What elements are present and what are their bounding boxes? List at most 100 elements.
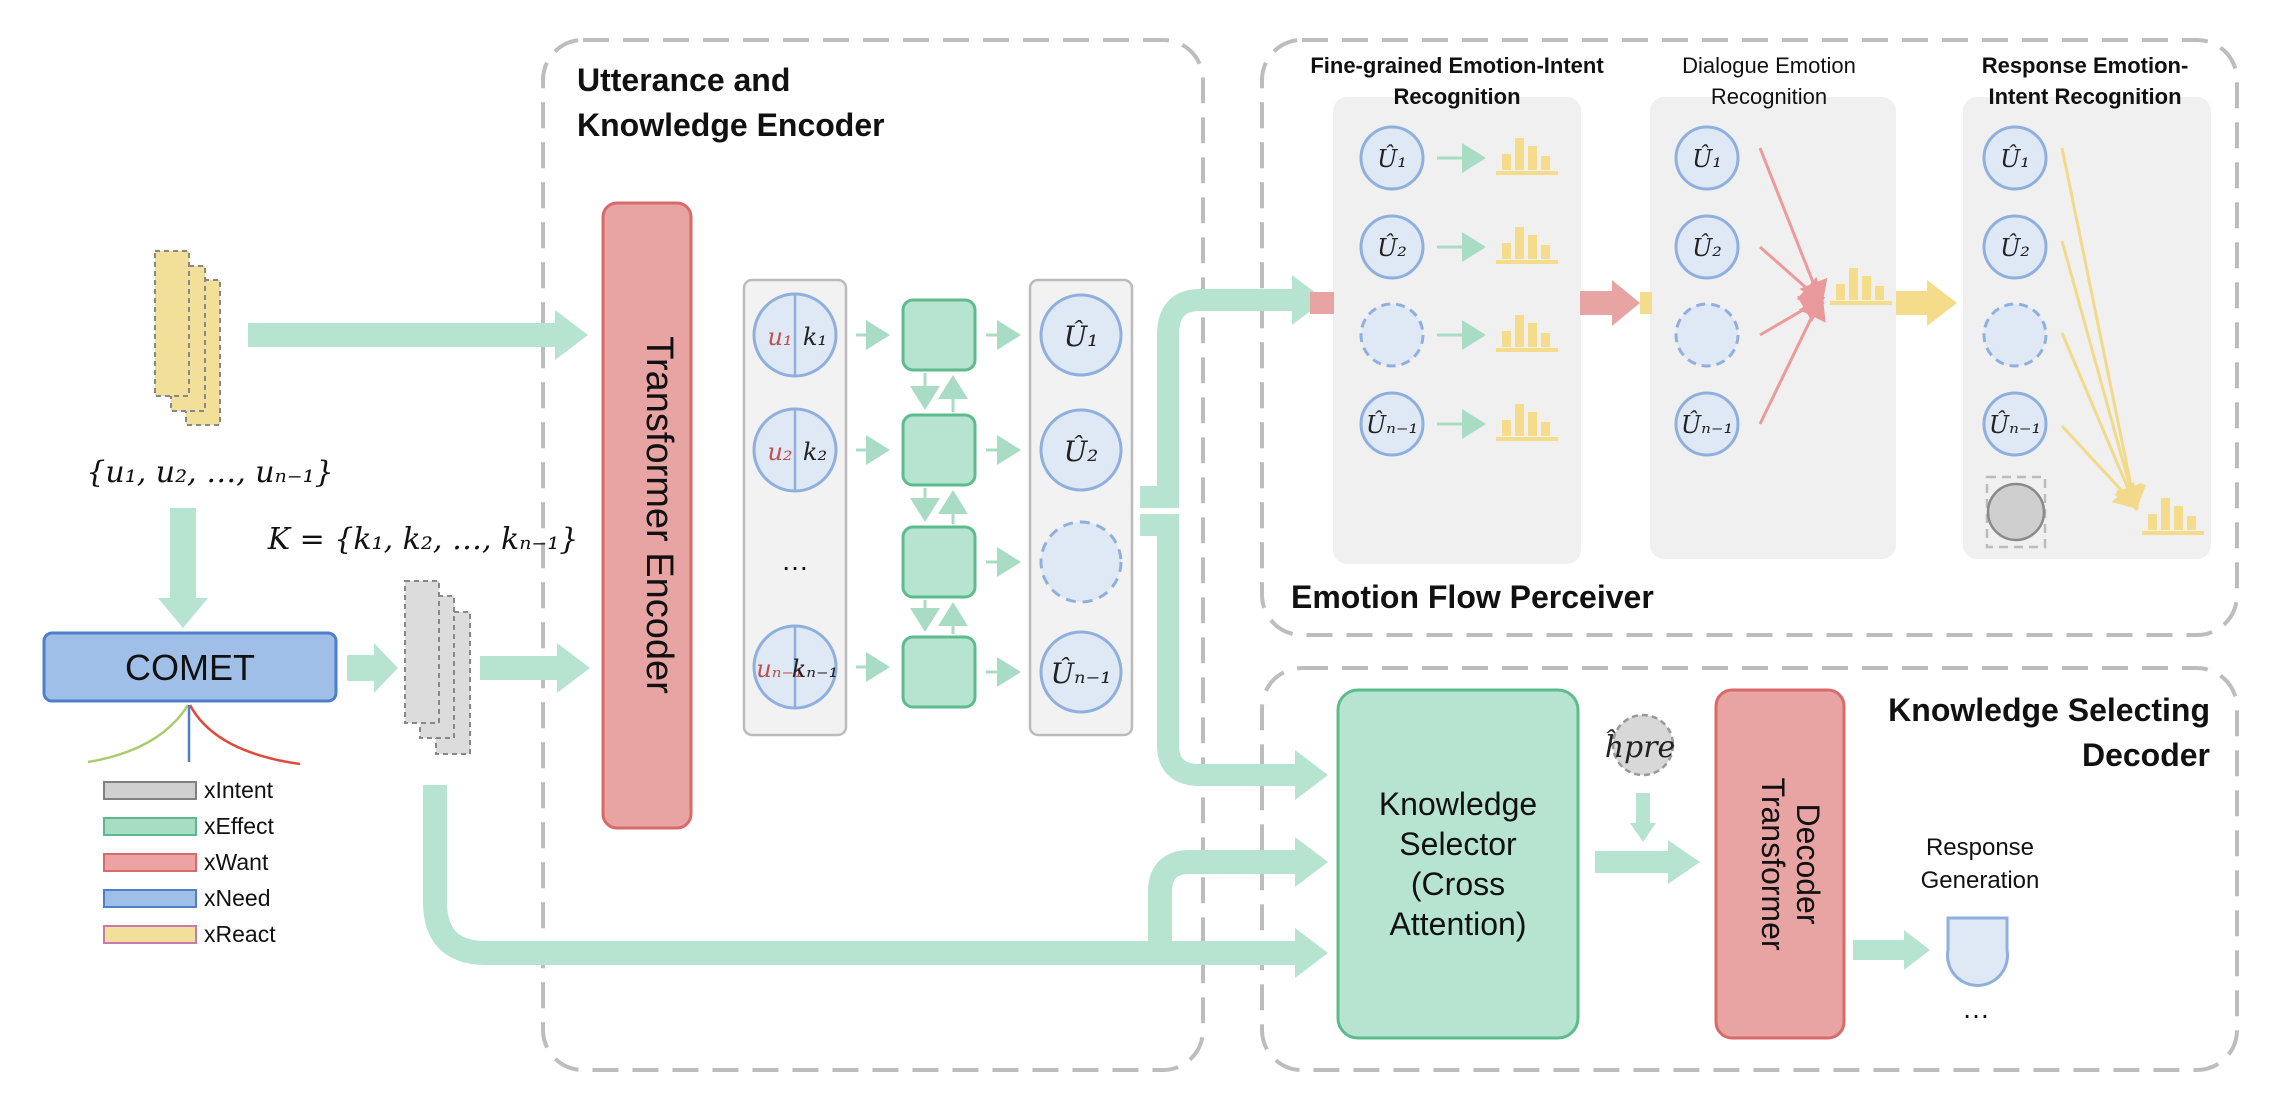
decoder-line1: Transformer — [1755, 777, 1791, 950]
encoder-output-node — [1039, 630, 1123, 714]
selector-line1: Knowledge — [1379, 786, 1537, 822]
dialogue-arrow — [1758, 294, 1826, 425]
transformer-encoder-box — [601, 201, 693, 830]
fine-grained-title-line1: Fine-grained Emotion-Intent — [1310, 53, 1604, 78]
response-node-label: Û₂ — [2000, 233, 2030, 262]
dialogue-placeholder-node — [1674, 302, 1740, 368]
fine-distribution-icon — [1496, 227, 1558, 264]
utterance-documents-icon — [154, 250, 221, 426]
pair-k-label: k₁ — [803, 323, 827, 351]
selector-line2: Selector — [1399, 826, 1517, 862]
response-arrow — [2060, 240, 2145, 511]
response-title-line2: Intent Recognition — [1988, 84, 2181, 109]
perceiver-title: Emotion Flow Perceiver — [1291, 579, 1654, 615]
encoder-title-line1: Utterance and — [577, 62, 790, 98]
encoder-output-node — [1039, 293, 1123, 377]
response-line2: Generation — [1921, 867, 2040, 894]
encoder-title-line2: Knowledge Encoder — [577, 107, 885, 143]
legend-swatch-xEffect — [103, 817, 197, 836]
decoder-title-line1: Knowledge Selecting — [1888, 692, 2210, 728]
dialogue-distribution-icon — [1830, 268, 1892, 305]
response-title-line1: Response Emotion- — [1982, 53, 2189, 78]
fine-distribution-icon — [1496, 315, 1558, 352]
legend-swatch-xIntent — [103, 781, 197, 800]
response-distribution-icon — [2142, 498, 2204, 535]
response-arrow — [2060, 332, 2142, 511]
fine-node-label: Û₂ — [1377, 233, 1407, 262]
response-arrow — [2060, 147, 2147, 511]
dialogue-node — [1674, 214, 1740, 280]
dialogue-node-label: Û₂ — [1692, 233, 1722, 262]
encoder-output-node — [1039, 408, 1123, 492]
legend-label-xIntent: xIntent — [204, 777, 274, 803]
response-token-icon — [1946, 916, 2009, 987]
utterances-label: {u₁, u₂, …, uₙ₋₁} — [86, 455, 333, 490]
perceiver-entry-marker — [1310, 292, 1334, 314]
recurrent-block — [901, 635, 977, 709]
pair-k-label: kₙ₋₁ — [792, 655, 839, 683]
dialogue-title-line2: Recognition — [1711, 84, 1827, 109]
fine-grained-title-line2: Recognition — [1393, 84, 1520, 109]
encoder-output-label: Û₂ — [1064, 434, 1099, 468]
fine-placeholder-node — [1359, 302, 1425, 368]
knowledge-documents-icon — [404, 580, 471, 755]
comet-distribution-icon — [87, 704, 301, 766]
dialogue-node-label: Û₁ — [1692, 144, 1722, 173]
fine-node-label: Û₁ — [1377, 144, 1407, 173]
dialogue-node — [1674, 391, 1740, 457]
knowledge-label: K = {k₁, k₂, …, kₙ₋₁} — [267, 522, 579, 557]
fine-node — [1359, 214, 1425, 280]
legend-label-xNeed: xNeed — [204, 885, 270, 911]
selector-line4: Attention) — [1390, 906, 1527, 942]
decoder-title-line2: Decoder — [2082, 737, 2210, 773]
comet-label: COMET — [125, 647, 255, 688]
relation-legend: xIntent xEffect xWant xNeed xReact — [103, 777, 276, 947]
encoder-output-placeholder — [1039, 520, 1123, 604]
response-node — [1982, 125, 2048, 191]
encoder-output-panel — [1028, 278, 1134, 737]
selector-line3: (Cross — [1411, 866, 1505, 902]
fine-distribution-icon — [1496, 138, 1558, 175]
pair-u-label: uₙ₋₁ — [756, 655, 803, 683]
response-line1: Response — [1926, 834, 2034, 861]
encoder-output-label: Û₁ — [1064, 319, 1099, 353]
legend-label-xReact: xReact — [204, 921, 276, 947]
transformer-encoder-label: Transformer Encoder — [638, 336, 680, 694]
dialogue-node — [1674, 125, 1740, 191]
legend-swatch-xNeed — [103, 889, 197, 908]
recurrent-block — [901, 525, 977, 599]
decoder-line2: Decoder — [1790, 804, 1826, 925]
utterance-knowledge-panel — [742, 278, 848, 737]
response-gray-node — [1986, 482, 2046, 542]
legend-label-xEffect: xEffect — [204, 813, 274, 839]
transformer-decoder-box — [1714, 688, 1846, 1040]
legend-swatch-xWant — [103, 853, 197, 872]
fine-node — [1359, 391, 1425, 457]
h-pre-node — [1611, 713, 1675, 777]
legend-label-xWant: xWant — [204, 849, 269, 875]
fine-node — [1359, 125, 1425, 191]
comet-box — [42, 631, 338, 703]
fine-distribution-icon — [1496, 404, 1558, 441]
knowledge-selector-box — [1336, 688, 1580, 1040]
pair-ellipsis: … — [781, 545, 809, 576]
recurrent-block — [901, 298, 977, 372]
encoder-frame — [541, 38, 1205, 1072]
response-node-label: Ûₙ₋₁ — [1989, 410, 2041, 439]
response-ellipsis: … — [1962, 993, 1990, 1024]
recurrent-block — [901, 413, 977, 487]
response-placeholder-node — [1982, 302, 2048, 368]
dialogue-title-line1: Dialogue Emotion — [1682, 53, 1856, 78]
legend-swatch-xReact — [103, 925, 197, 944]
dialogue-arrow — [1759, 245, 1825, 304]
pair-u-label: u₂ — [767, 438, 792, 466]
h-pre-label: ĥpre — [1605, 729, 1676, 765]
dialogue-arrow — [1758, 147, 1828, 306]
dialogue-node-label: Ûₙ₋₁ — [1681, 410, 1733, 439]
fine-node-label: Ûₙ₋₁ — [1366, 410, 1418, 439]
pair-k-label: k₂ — [803, 438, 827, 466]
